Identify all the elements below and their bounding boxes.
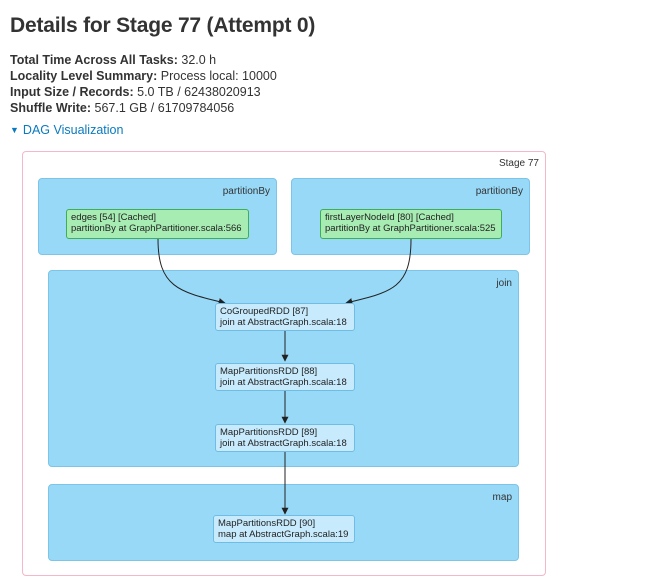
node-map-partitions-89[interactable]: MapPartitionsRDD [89] join at AbstractGr… [215, 424, 355, 452]
cluster-label: partitionBy [475, 186, 523, 197]
dag-visualization-toggle[interactable]: ▼DAG Visualization [10, 123, 123, 137]
summary-locality: Locality Level Summary: Process local: 1… [10, 69, 277, 83]
page-title: Details for Stage 77 (Attempt 0) [10, 14, 316, 37]
caret-down-icon: ▼ [10, 125, 19, 135]
node-map-partitions-88[interactable]: MapPartitionsRDD [88] join at AbstractGr… [215, 363, 355, 391]
stage-label: Stage 77 [498, 158, 539, 169]
summary-shuffle-write: Shuffle Write: 567.1 GB / 61709784056 [10, 101, 235, 115]
node-map-partitions-90[interactable]: MapPartitionsRDD [90] map at AbstractGra… [213, 515, 355, 543]
cluster-label: join [496, 278, 512, 289]
cluster-label: map [492, 492, 512, 503]
node-first-layer-cached[interactable]: firstLayerNodeId [80] [Cached] partition… [320, 209, 502, 239]
node-edges-cached[interactable]: edges [54] [Cached] partitionBy at Graph… [66, 209, 249, 239]
summary-input-size: Input Size / Records: 5.0 TB / 624380209… [10, 85, 261, 99]
node-cogrouped-rdd[interactable]: CoGroupedRDD [87] join at AbstractGraph.… [215, 303, 355, 331]
cluster-label: partitionBy [222, 186, 270, 197]
stage-summary: Total Time Across All Tasks: 32.0 h Loca… [10, 52, 277, 116]
dag-visualization-label: DAG Visualization [22, 123, 124, 137]
summary-total-time: Total Time Across All Tasks: 32.0 h [10, 53, 217, 67]
